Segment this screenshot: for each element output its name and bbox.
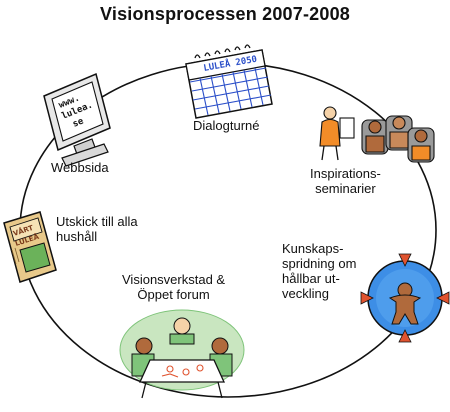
calendar-icon <box>185 44 273 119</box>
globe-figure-icon <box>360 253 450 343</box>
diagram-title: Visionsprocessen 2007-2008 <box>99 4 351 24</box>
stage-label-utskick: Utskick till alla hushåll <box>56 214 138 244</box>
stage-label-inspiration-line2: seminarier <box>315 181 376 196</box>
stage-label-webbsida: Webbsida <box>51 160 109 175</box>
stage-label-utskick-line2: hushåll <box>56 229 98 244</box>
stage-label-kunskap-line4: veckling <box>282 286 329 301</box>
workshop-table-icon <box>119 309 245 399</box>
stage-label-utskick-line1: Utskick till alla <box>56 214 138 229</box>
monitor-text-line3: se <box>71 116 85 130</box>
stage-label-kunskap-line3: hållbar ut- <box>282 271 340 286</box>
stage-label-kunskap-line2: spridning om <box>282 256 357 271</box>
stage-label-kunskap: Kunskaps- spridning om hållbar ut- veckl… <box>282 241 356 301</box>
stage-label-inspiration: Inspirations- seminarier <box>310 166 381 196</box>
stage-label-inspiration-line1: Inspirations- <box>310 166 381 181</box>
stage-label-kunskap-line1: Kunskaps- <box>282 241 344 256</box>
stage-label-verkstad-line1: Visionsverkstad & <box>122 272 226 287</box>
monitor-icon <box>43 72 111 167</box>
newspaper-icon <box>3 211 57 283</box>
stage-label-dialogturne: Dialogturné <box>193 118 260 133</box>
stage-label-verkstad: Visionsverkstad & Öppet forum <box>122 272 225 302</box>
seminar-audience-icon <box>319 106 435 163</box>
stage-label-verkstad-line2: Öppet forum <box>137 287 210 302</box>
